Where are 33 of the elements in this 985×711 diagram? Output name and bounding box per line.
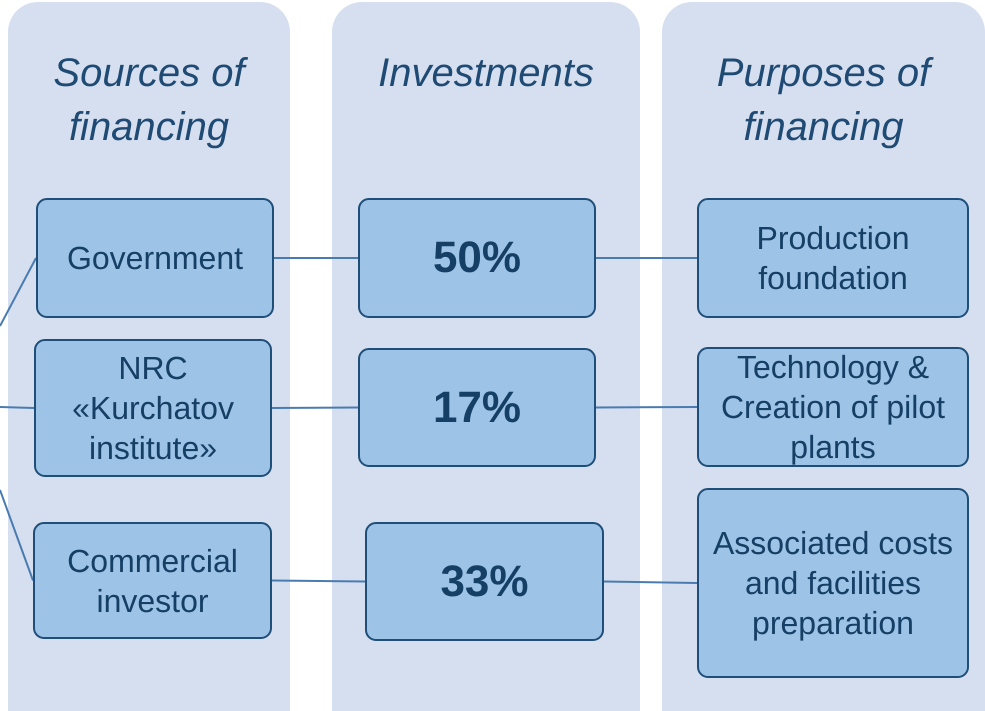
category-box (34, 339, 272, 477)
category-box (697, 347, 969, 467)
category-box (33, 522, 272, 639)
column-heading: Sources of financing (8, 46, 290, 154)
column-panel (8, 2, 290, 711)
percentage-box (365, 522, 604, 641)
box-label: Associated costs and facilities preparation (712, 524, 954, 643)
box-label: NRC «Kurchatov institute» (71, 349, 235, 468)
column-panel (332, 2, 640, 711)
connector-line (274, 257, 358, 259)
connector-line (0, 490, 34, 581)
category-box (36, 198, 274, 318)
connector-line (604, 580, 698, 584)
connector-line (0, 258, 37, 326)
percentage-value: 33% (440, 562, 529, 602)
box-label: Commercial investor (66, 542, 239, 620)
connector-line (596, 257, 697, 259)
category-box (697, 198, 969, 318)
column-heading: Investments (377, 50, 595, 97)
connector-line (272, 580, 366, 582)
percentage-box (358, 198, 596, 318)
category-box (697, 488, 969, 678)
percentage-value: 17% (432, 388, 522, 428)
box-label: Government (66, 239, 244, 278)
box-label: Technology & Creation of pilot plants (720, 348, 946, 467)
column-heading: Purposes of financing (662, 46, 985, 154)
connector-line (596, 406, 697, 408)
percentage-value: 50% (432, 238, 522, 278)
percentage-box (358, 348, 596, 467)
connector-line (0, 406, 34, 409)
connector-line (272, 406, 358, 409)
box-label: Production foundation (756, 219, 910, 298)
column-panel (662, 2, 985, 711)
